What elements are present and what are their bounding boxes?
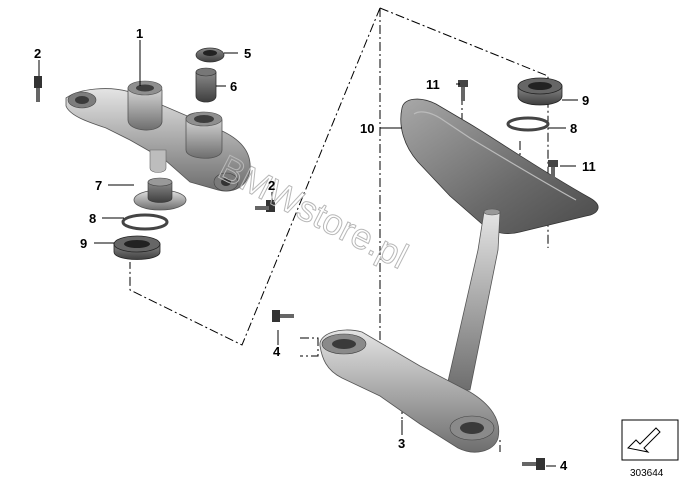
- callout-10: 10: [360, 121, 374, 136]
- callout-2-right: 2: [268, 178, 275, 193]
- upper-fork-bridge: [65, 80, 251, 192]
- callout-6: 6: [230, 79, 237, 94]
- callout-11-right: 11: [582, 159, 596, 174]
- seal-part-9-left: [113, 235, 161, 260]
- callout-9-left: 9: [80, 236, 87, 251]
- watermark: BMWstore.pl: [212, 147, 414, 277]
- diagram-id-box: 303644: [621, 419, 679, 479]
- callout-3: 3: [398, 436, 405, 451]
- washer-part-8-right: [506, 116, 550, 132]
- bearing-part-7: [133, 177, 187, 211]
- bolt-part-4-left: [272, 310, 294, 322]
- ring-part-5: [195, 47, 225, 63]
- callout-9-right: 9: [582, 93, 589, 108]
- bolt-part-4-right: [522, 458, 545, 470]
- bolt-part-2-right: [255, 200, 275, 212]
- callout-2-left: 2: [34, 46, 41, 61]
- callout-4-left: 4: [273, 344, 281, 359]
- callout-11-top: 11: [426, 77, 440, 92]
- pointer-arrow-icon: [626, 427, 661, 453]
- seal-part-9-right: [517, 77, 563, 106]
- bolt-part-11-right: [548, 160, 558, 179]
- callouts: 1 2 2 3 4 4 5 6 7 8 8 9 9 10 11 11: [34, 26, 596, 473]
- callout-5: 5: [244, 46, 251, 61]
- callout-7: 7: [95, 178, 102, 193]
- cover-plate-part-10: [400, 98, 599, 234]
- callout-8-left: 8: [89, 211, 96, 226]
- callout-1: 1: [136, 26, 143, 41]
- diagram-id: 303644: [630, 468, 664, 479]
- bolt-part-2-left: [34, 76, 42, 102]
- callout-4-right: 4: [560, 458, 568, 473]
- bolt-part-11-top: [458, 80, 468, 101]
- callout-8-right: 8: [570, 121, 577, 136]
- leader-lines: [38, 40, 578, 467]
- washer-part-8-left: [121, 213, 169, 231]
- sleeve-part-6: [195, 67, 217, 103]
- lower-fork-bridge-part-3: [319, 208, 501, 453]
